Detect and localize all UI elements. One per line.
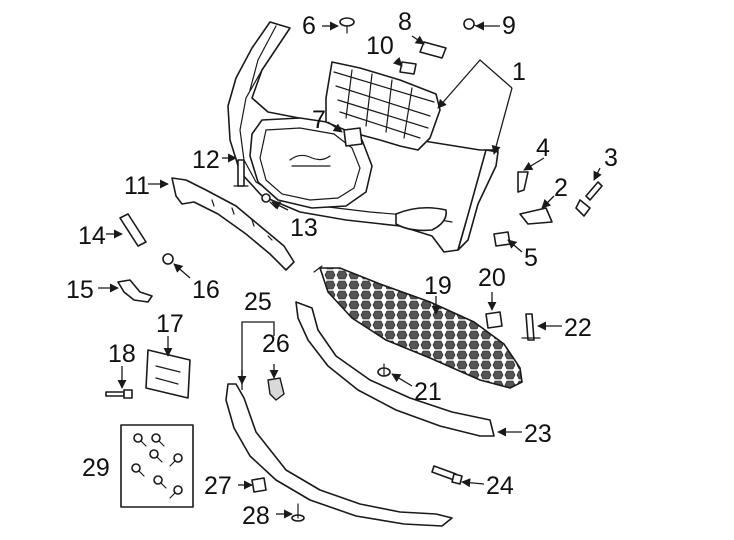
callout-5: 5 [524, 244, 538, 272]
bracket-7 [343, 127, 363, 147]
callout-3: 3 [604, 144, 618, 172]
nut-20 [485, 311, 503, 329]
splitter-bracket [267, 377, 285, 401]
bolt-3 [575, 181, 603, 217]
license-plate-bracket [145, 349, 191, 399]
stud-12 [233, 159, 249, 187]
clip-8 [419, 41, 447, 59]
hardware-kit-bolts [131, 433, 183, 499]
nut-10 [399, 61, 417, 75]
callout-20: 20 [478, 264, 506, 292]
pushpin-28 [291, 503, 305, 522]
callout-labels: 1 2 3 4 5 6 7 8 9 10 11 12 13 14 15 16 1… [66, 8, 618, 530]
side-bracket [119, 213, 147, 247]
callout-13: 13 [290, 214, 318, 242]
callout-24: 24 [486, 472, 514, 500]
callout-23: 23 [524, 420, 552, 448]
lower-bracket [117, 279, 153, 303]
callout-19: 19 [424, 272, 452, 300]
callout-4: 4 [536, 134, 550, 162]
callout-18: 18 [108, 340, 136, 368]
lower-grille [313, 265, 523, 389]
bumper-cover [227, 21, 499, 253]
bolt-22 [521, 313, 541, 341]
front-splitter [225, 383, 453, 527]
clip-5 [493, 231, 511, 247]
callout-16: 16 [192, 276, 220, 304]
clip-6 [339, 17, 355, 34]
callout-22: 22 [564, 314, 592, 342]
callout-11: 11 [124, 172, 150, 200]
callout-14: 14 [78, 222, 106, 250]
bolt-18 [105, 389, 133, 399]
callout-29: 29 [82, 454, 110, 482]
clip-27 [251, 477, 267, 493]
bolt-24 [431, 465, 463, 485]
callout-25: 25 [244, 288, 272, 316]
callout-6: 6 [302, 12, 316, 40]
lower-valance [295, 301, 495, 437]
callout-12: 12 [192, 146, 220, 174]
bracket-2 [519, 207, 553, 225]
clip-21 [377, 363, 391, 377]
callout-2: 2 [554, 174, 568, 202]
callout-1: 1 [512, 58, 526, 86]
callout-9: 9 [502, 12, 516, 40]
grille-surround-clips [211, 199, 273, 241]
callout-21: 21 [414, 378, 442, 406]
rivet-4 [517, 171, 529, 193]
callout-26: 26 [262, 330, 290, 358]
callout-27: 27 [204, 472, 232, 500]
washer [162, 253, 174, 265]
callout-28: 28 [242, 502, 270, 530]
leader-lines [98, 21, 602, 519]
callout-7: 7 [312, 106, 326, 134]
grille-surround-trim [171, 177, 295, 271]
callout-17: 17 [156, 310, 184, 338]
screw-9 [463, 18, 483, 30]
callout-15: 15 [66, 276, 94, 304]
callout-10: 10 [366, 32, 394, 60]
callout-8: 8 [398, 8, 412, 36]
